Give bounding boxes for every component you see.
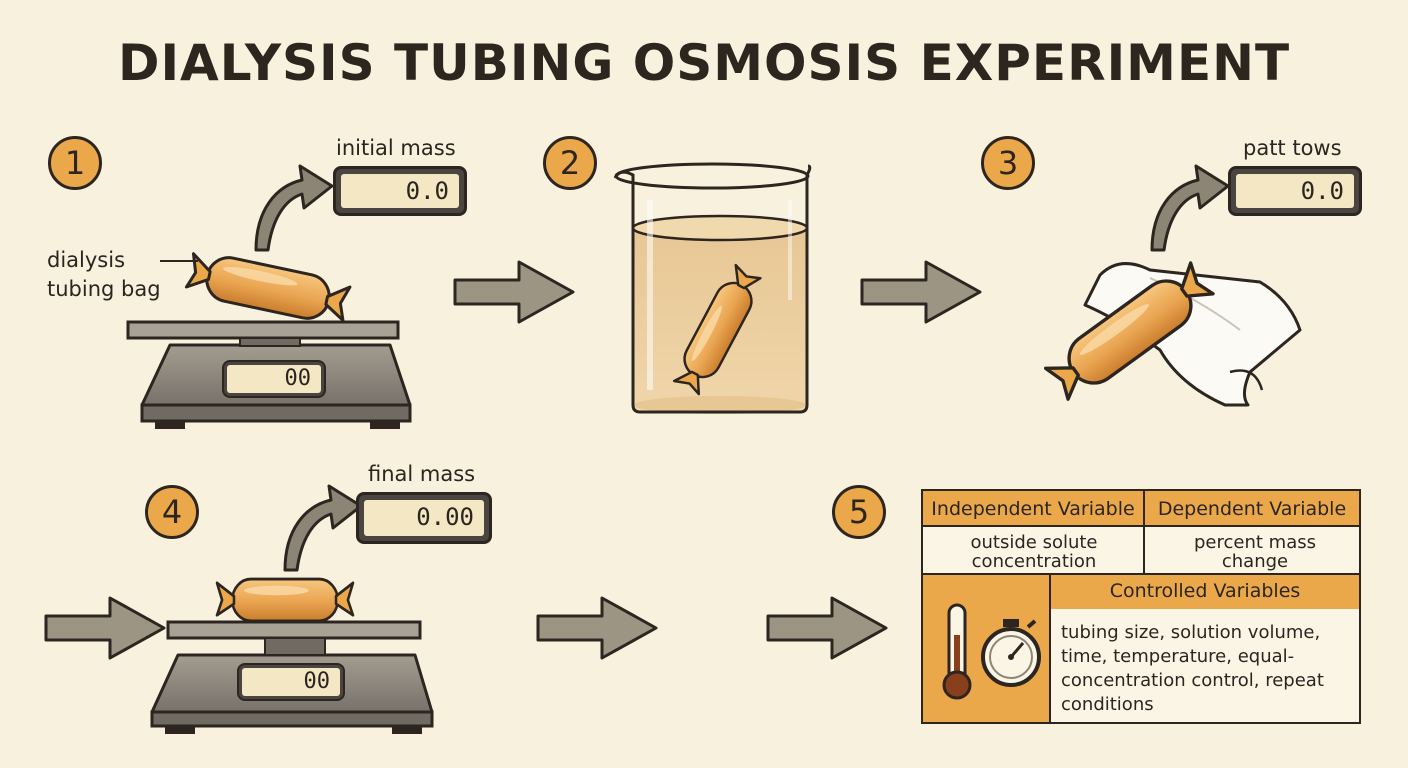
- variables-table: Independent Variable Dependent Variable …: [921, 489, 1361, 724]
- scale-value-step1: 00: [227, 365, 321, 393]
- initial-mass-value: 0.0: [341, 174, 459, 208]
- initial-mass-label: initial mass: [336, 136, 456, 160]
- scale-display-step1: 00: [222, 360, 326, 398]
- step3-mass-display: 0.0: [1228, 166, 1362, 216]
- step-badge-5: 5: [832, 485, 886, 539]
- final-mass-display: 0.00: [356, 492, 492, 544]
- scale-value-step4: 00: [242, 668, 340, 696]
- initial-mass-display: 0.0: [333, 166, 467, 216]
- step-badge-3: 3: [981, 136, 1035, 190]
- thermometer-icon: [942, 603, 972, 700]
- step-badge-1: 1: [48, 136, 102, 190]
- tubing-bag-step4: [215, 577, 355, 623]
- curved-arrow-step3: [1150, 164, 1230, 252]
- arrow-4-to-5a: [536, 596, 658, 660]
- dialysis-tubing-bag-label: dialysis tubing bag: [47, 248, 161, 301]
- arrow-2-to-3: [860, 260, 982, 324]
- page-title: DIALYSIS TUBING OSMOSIS EXPERIMENT: [117, 34, 1291, 92]
- controlled-variables-value: tubing size, solution volume, time, temp…: [1061, 622, 1324, 715]
- dependent-variable-value: percent mass change: [1194, 532, 1316, 572]
- beaker: [613, 162, 812, 414]
- controlled-icons-panel: [923, 573, 1051, 722]
- stopwatch-icon: [981, 619, 1041, 687]
- independent-variable-header: Independent Variable: [923, 491, 1145, 527]
- curved-arrow-step4: [283, 484, 363, 572]
- dependent-variable-header: Dependent Variable: [1145, 491, 1359, 527]
- controlled-variables-header: Controlled Variables: [1051, 573, 1359, 609]
- final-mass-label: final mass: [368, 462, 476, 486]
- arrow-1-to-2: [453, 260, 575, 324]
- step-badge-2: 2: [543, 136, 597, 190]
- final-mass-value: 0.00: [364, 500, 484, 536]
- scale-display-step4: 00: [237, 663, 345, 701]
- arrow-4-to-5b: [766, 596, 888, 660]
- step-badge-4: 4: [145, 485, 199, 539]
- step3-mass-value: 0.0: [1236, 174, 1354, 208]
- tubing-bag-step1: [183, 248, 353, 328]
- table-divider: [1143, 527, 1145, 573]
- curved-arrow-step1: [254, 164, 334, 252]
- independent-variable-value: outside solute concentration: [970, 532, 1098, 572]
- patt-tows-label: patt tows: [1243, 136, 1342, 160]
- arrow-into-step4: [44, 596, 166, 660]
